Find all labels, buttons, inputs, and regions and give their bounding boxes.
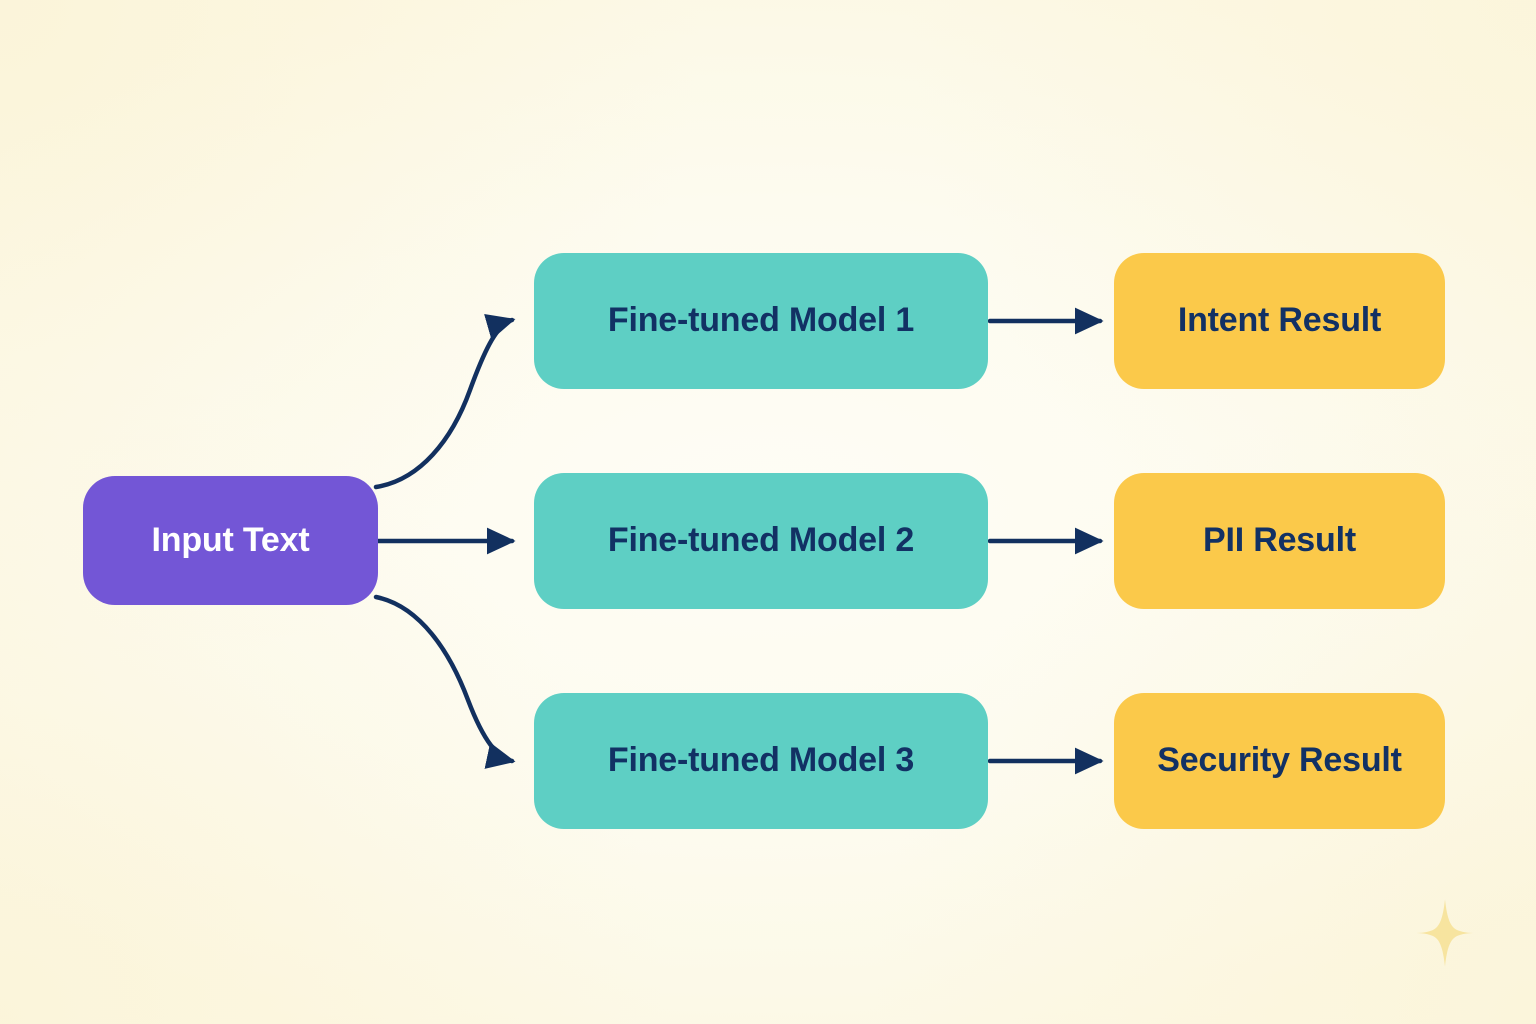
node-intent-result[interactable]: Intent Result [1114,253,1445,415]
node-fine-tuned-model-2[interactable]: Fine-tuned Model 2 [534,473,988,635]
sparkle-icon [1411,899,1479,967]
node-fine-tuned-model-2-label: Fine-tuned Model 2 [607,521,915,560]
node-input-text-label: Input Text [151,520,310,559]
edge-input-to-model-1 [373,313,516,490]
node-security-result[interactable]: Security Result [1114,693,1445,855]
node-fine-tuned-model-1[interactable]: Fine-tuned Model 1 [534,253,988,415]
node-input-text[interactable]: Input Text [83,476,378,631]
node-intent-result-label: Intent Result [1177,301,1382,340]
node-fine-tuned-model-3[interactable]: Fine-tuned Model 3 [534,693,988,855]
node-fine-tuned-model-3-label: Fine-tuned Model 3 [607,741,915,780]
node-pii-result-label: PII Result [1203,521,1356,560]
node-fine-tuned-model-1-label: Fine-tuned Model 1 [607,301,915,340]
edge-input-to-model-3 [373,594,516,769]
node-pii-result[interactable]: PII Result [1114,473,1445,635]
node-security-result-label: Security Result [1157,741,1402,780]
